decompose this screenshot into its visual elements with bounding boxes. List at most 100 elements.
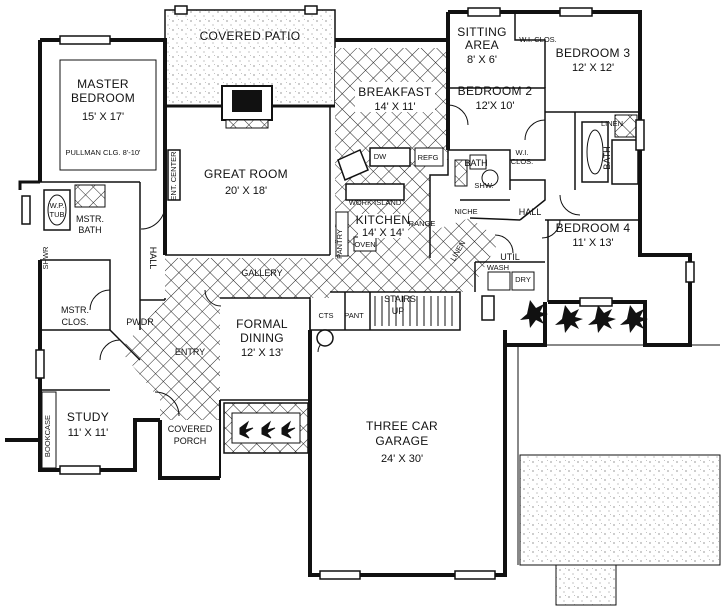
dry-label: DRY (515, 275, 531, 284)
interior-walls (40, 12, 640, 401)
stairs-label: STAIRS (384, 294, 416, 304)
wi-clos-bed2-2: CLOS. (511, 157, 534, 166)
entry-tile-lower (160, 400, 220, 420)
bedroom4-name: BEDROOM 4 (556, 221, 631, 235)
covered-porch-label: COVERED PORCH (168, 424, 213, 446)
master-bedroom-dim: 15' X 17' (82, 111, 124, 123)
covered-porch-name-2: PORCH (174, 436, 207, 446)
master-bedroom-name-1: MASTER (77, 77, 129, 91)
wp-tub-1: W.P. (50, 201, 65, 210)
master-tub (43, 184, 106, 231)
mstr-bath-name-2: BATH (78, 225, 101, 235)
front-walk (555, 564, 617, 606)
stairs-up-label: UP (392, 306, 405, 316)
kitchen-label: KITCHEN 14' X 14' (356, 213, 411, 239)
master-bedroom-name-2: BEDROOM (71, 91, 135, 105)
bedroom2-dim: 12'X 10' (475, 100, 514, 112)
pwdr-label: PWDR (126, 317, 154, 327)
windows (21, 5, 695, 580)
linen-tile (420, 218, 500, 292)
mstr-clos-name-2: CLOS. (61, 317, 88, 327)
mstr-clos-name-1: MSTR. (61, 305, 89, 315)
cts-label: CTS (319, 311, 334, 320)
bath-hall-label: BATH (464, 158, 487, 168)
ent-center-label: ENT. CENTER (169, 151, 178, 201)
bedroom2-name: BEDROOM 2 (458, 84, 533, 98)
covered-porch-name-1: COVERED (168, 424, 213, 434)
wash-label: WASH (487, 263, 509, 272)
dw-label: DW (374, 152, 387, 161)
mstr-bath-name-1: MSTR. (76, 214, 104, 224)
kitchen-name: KITCHEN (356, 213, 411, 227)
covered-patio-label: COVERED PATIO (200, 29, 301, 43)
garage-name-2: GARAGE (375, 434, 428, 448)
breakfast-name: BREAKFAST (358, 85, 432, 99)
great-room-label: GREAT ROOM 20' X 18' (204, 167, 288, 197)
bookcase-label: BOOKCASE (43, 415, 52, 457)
hall-bath-fixtures (454, 154, 499, 187)
master-bedroom-label: MASTER BEDROOM 15' X 17' PULLMAN CLG. 8'… (66, 77, 142, 157)
bath-right-label: BATH (602, 146, 612, 169)
work-island-label: WORK ISLAND (349, 198, 402, 207)
entry-label: ENTRY (175, 347, 205, 357)
hall-right-label: HALL (519, 207, 542, 217)
fireplace (221, 85, 273, 129)
kitchen-dim: 14' X 14' (362, 227, 404, 239)
master-bedroom-note: PULLMAN CLG. 8'-10' (66, 148, 142, 157)
pantry-label: PANTRY (335, 229, 344, 259)
garage-label: THREE CAR GARAGE 24' X 30' (366, 419, 438, 465)
oven-label: OVEN (354, 240, 375, 249)
shrubs (520, 300, 648, 333)
driveway-apron (519, 454, 721, 566)
bedroom3-name: BEDROOM 3 (556, 46, 631, 60)
pullman-ceiling-outline (59, 59, 157, 171)
bedroom2-label: BEDROOM 2 12'X 10' (458, 84, 533, 112)
util-label: UTIL (500, 252, 520, 262)
sitting-area-dim: 8' X 6' (467, 54, 497, 66)
bedroom3-label: BEDROOM 3 12' X 12' (556, 46, 631, 74)
formal-dining-name-1: FORMAL (236, 317, 288, 331)
garage-dim: 24' X 30' (381, 453, 423, 465)
linen-bath-label: LINEN (601, 119, 623, 128)
mstr-clos-label: MSTR. CLOS. (61, 305, 89, 327)
bedroom3-dim: 12' X 12' (572, 62, 614, 74)
stair-treads (374, 296, 453, 326)
study-label: STUDY 11' X 11' (67, 410, 109, 439)
shwr-master-label: SHWR (41, 246, 50, 269)
range-label: RANGE (409, 219, 436, 228)
washer-dryer (487, 271, 535, 291)
door-swings (89, 104, 581, 417)
breakfast-label: BREAKFAST 14' X 11' (355, 82, 435, 113)
gallery-label: GALLERY (241, 268, 282, 278)
wi-clos-top: W.I. CLOS. (519, 35, 557, 44)
study-dim: 11' X 11' (68, 427, 109, 439)
mstr-bath-label: MSTR. BATH (72, 212, 108, 236)
right-bath-fixtures (581, 114, 639, 185)
wp-tub-2: TUB (50, 210, 65, 219)
planter-plants (239, 420, 296, 439)
garage-name-1: THREE CAR (366, 419, 438, 433)
niche-label: NICHE (454, 207, 477, 216)
great-room-name: GREAT ROOM (204, 167, 288, 181)
formal-dining-label: FORMAL DINING 12' X 13' (236, 317, 288, 359)
utility-closet-box (481, 295, 495, 321)
formal-dining-dim: 12' X 13' (241, 347, 283, 359)
wi-clos-bed2-1: W.I. (516, 148, 529, 157)
bedroom4-dim: 11' X 13' (572, 237, 613, 249)
ent-center (167, 149, 181, 201)
great-room-dim: 20' X 18' (225, 185, 267, 197)
formal-dining-name-2: DINING (240, 331, 284, 345)
study-name: STUDY (67, 410, 109, 424)
covered-patio-name: COVERED PATIO (200, 29, 301, 43)
sitting-area-name-1: SITTING (457, 25, 506, 39)
gallery-entry-tile (120, 258, 460, 400)
shwr-hall-label: SHW. (474, 181, 493, 190)
sitting-area-name-2: AREA (465, 38, 499, 52)
breakfast-dim: 14' X 11' (374, 101, 415, 113)
bedroom4-label: BEDROOM 4 11' X 13' (556, 221, 631, 249)
bookcase-outline (41, 391, 57, 469)
exterior-walls (5, 10, 692, 577)
refg-label: REFG (418, 153, 439, 162)
